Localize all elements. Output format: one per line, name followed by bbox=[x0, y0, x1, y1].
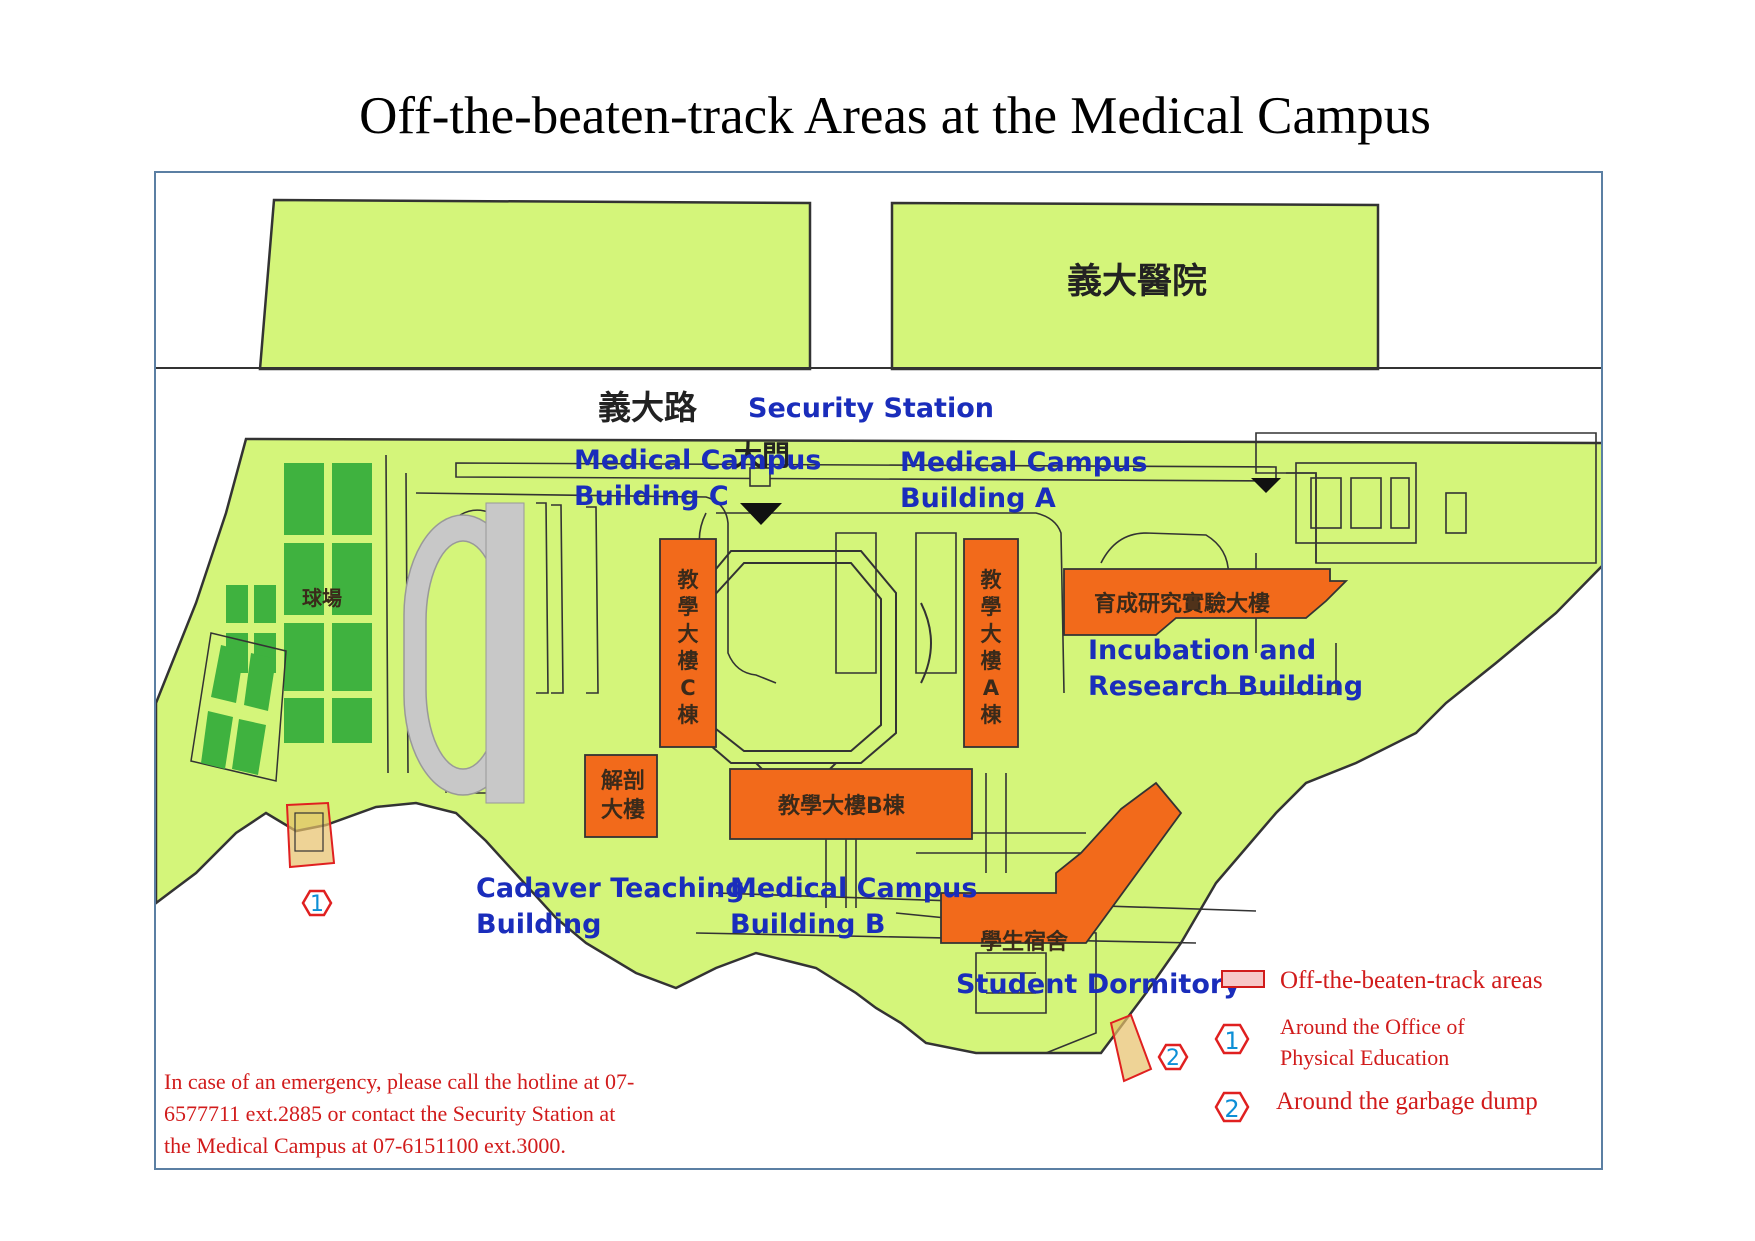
running-track bbox=[403, 502, 525, 804]
teaching_a-char: 樓 bbox=[981, 649, 1002, 673]
legend-item2-label: Around the garbage dump bbox=[1276, 1088, 1538, 1115]
cadaver-label-1: Cadaver Teaching bbox=[476, 873, 745, 904]
campus-map[interactable]: 義大醫院 義大路 bbox=[154, 171, 1603, 1170]
cadaver-label-2: Building bbox=[476, 909, 601, 940]
incubation-building bbox=[1063, 568, 1349, 636]
legend: Off-the-beaten-track areas 1 Around the … bbox=[1214, 967, 1543, 1123]
svg-text:2: 2 bbox=[1166, 1046, 1180, 1071]
legend-marker-2: 2 bbox=[1214, 1091, 1250, 1123]
teaching_c-char: 樓 bbox=[678, 649, 699, 673]
main-gate-label: 大門 bbox=[734, 439, 790, 472]
incubation-label-1: Incubation and bbox=[1088, 635, 1316, 666]
legend-item1-line1: Around the Office of bbox=[1280, 1014, 1465, 1039]
parking-block bbox=[258, 198, 812, 371]
area-marker-2[interactable]: 2 bbox=[1157, 1043, 1189, 1071]
legend-item1-line2: Physical Education bbox=[1280, 1045, 1449, 1070]
teaching-building-c bbox=[659, 538, 717, 748]
teaching-building-b bbox=[729, 768, 973, 840]
teaching_c-char: 大 bbox=[678, 622, 699, 646]
legend-area-label: Off-the-beaten-track areas bbox=[1280, 967, 1543, 994]
anatomy-cn-label-1: 解剖 bbox=[601, 768, 645, 794]
dormitory-cn-label: 學生宿舍 bbox=[980, 929, 1069, 955]
teaching-b-cn-label: 教學大樓B棟 bbox=[778, 793, 906, 819]
teaching_a-char: 教 bbox=[981, 568, 1003, 592]
building-b-label-1: Medical Campus bbox=[730, 873, 977, 904]
student-dormitory bbox=[940, 781, 1183, 944]
teaching_c-char: 教 bbox=[678, 568, 700, 592]
dormitory-label: Student Dormitory bbox=[956, 969, 1241, 1000]
east-gate-arrow-icon bbox=[1251, 478, 1281, 493]
emergency-line-3: the Medical Campus at 07-6151100 ext.300… bbox=[164, 1133, 566, 1158]
main-gate-arrow-icon bbox=[740, 503, 782, 525]
teaching_a-char: A bbox=[983, 676, 1000, 700]
building-c-label-1: Medical Campus bbox=[574, 445, 821, 476]
legend-marker-1: 1 bbox=[1214, 1023, 1250, 1055]
ballfield-label: 球場 bbox=[302, 586, 342, 610]
teaching_a-char: 大 bbox=[981, 622, 1002, 646]
emergency-line-2: 6577711 ext.2885 or contact the Security… bbox=[164, 1101, 615, 1126]
building-c-label-2: Building C bbox=[574, 481, 729, 512]
anatomy-cn-label-2: 大樓 bbox=[601, 798, 645, 823]
teaching_a-char: 學 bbox=[981, 595, 1002, 619]
sports-fields bbox=[190, 463, 372, 782]
svg-text:1: 1 bbox=[1224, 1027, 1239, 1055]
gate-booth bbox=[749, 467, 771, 487]
teaching_a-char: 棟 bbox=[981, 703, 1003, 727]
pe-office-building bbox=[294, 812, 324, 852]
legend-area-swatch bbox=[1221, 970, 1265, 988]
building-b-label-2: Building B bbox=[730, 909, 885, 940]
svg-text:2: 2 bbox=[1224, 1095, 1239, 1123]
area-marker-1[interactable]: 1 bbox=[301, 889, 333, 917]
security-station-label: Security Station bbox=[748, 393, 994, 424]
hospital-label: 義大醫院 bbox=[1067, 262, 1207, 302]
emergency-line-1: In case of an emergency, please call the… bbox=[164, 1069, 634, 1094]
teaching-building-a bbox=[963, 538, 1019, 748]
building-a-label-2: Building A bbox=[900, 483, 1056, 514]
remote-area-2[interactable] bbox=[1109, 1013, 1153, 1083]
road-label: 義大路 bbox=[598, 388, 698, 427]
building-a-label-1: Medical Campus bbox=[900, 447, 1147, 478]
teaching_c-char: 棟 bbox=[678, 703, 700, 727]
incubation-cn-label: 育成研究實驗大樓 bbox=[1094, 591, 1270, 617]
svg-text:1: 1 bbox=[310, 892, 324, 917]
east-gate-buildings bbox=[1295, 462, 1467, 544]
anatomy-building bbox=[584, 754, 658, 838]
teaching_c-char: C bbox=[680, 676, 695, 700]
incubation-label-2: Research Building bbox=[1088, 671, 1363, 702]
page-title: Off-the-beaten-track Areas at the Medica… bbox=[359, 87, 1431, 145]
teaching_c-char: 學 bbox=[678, 595, 699, 619]
